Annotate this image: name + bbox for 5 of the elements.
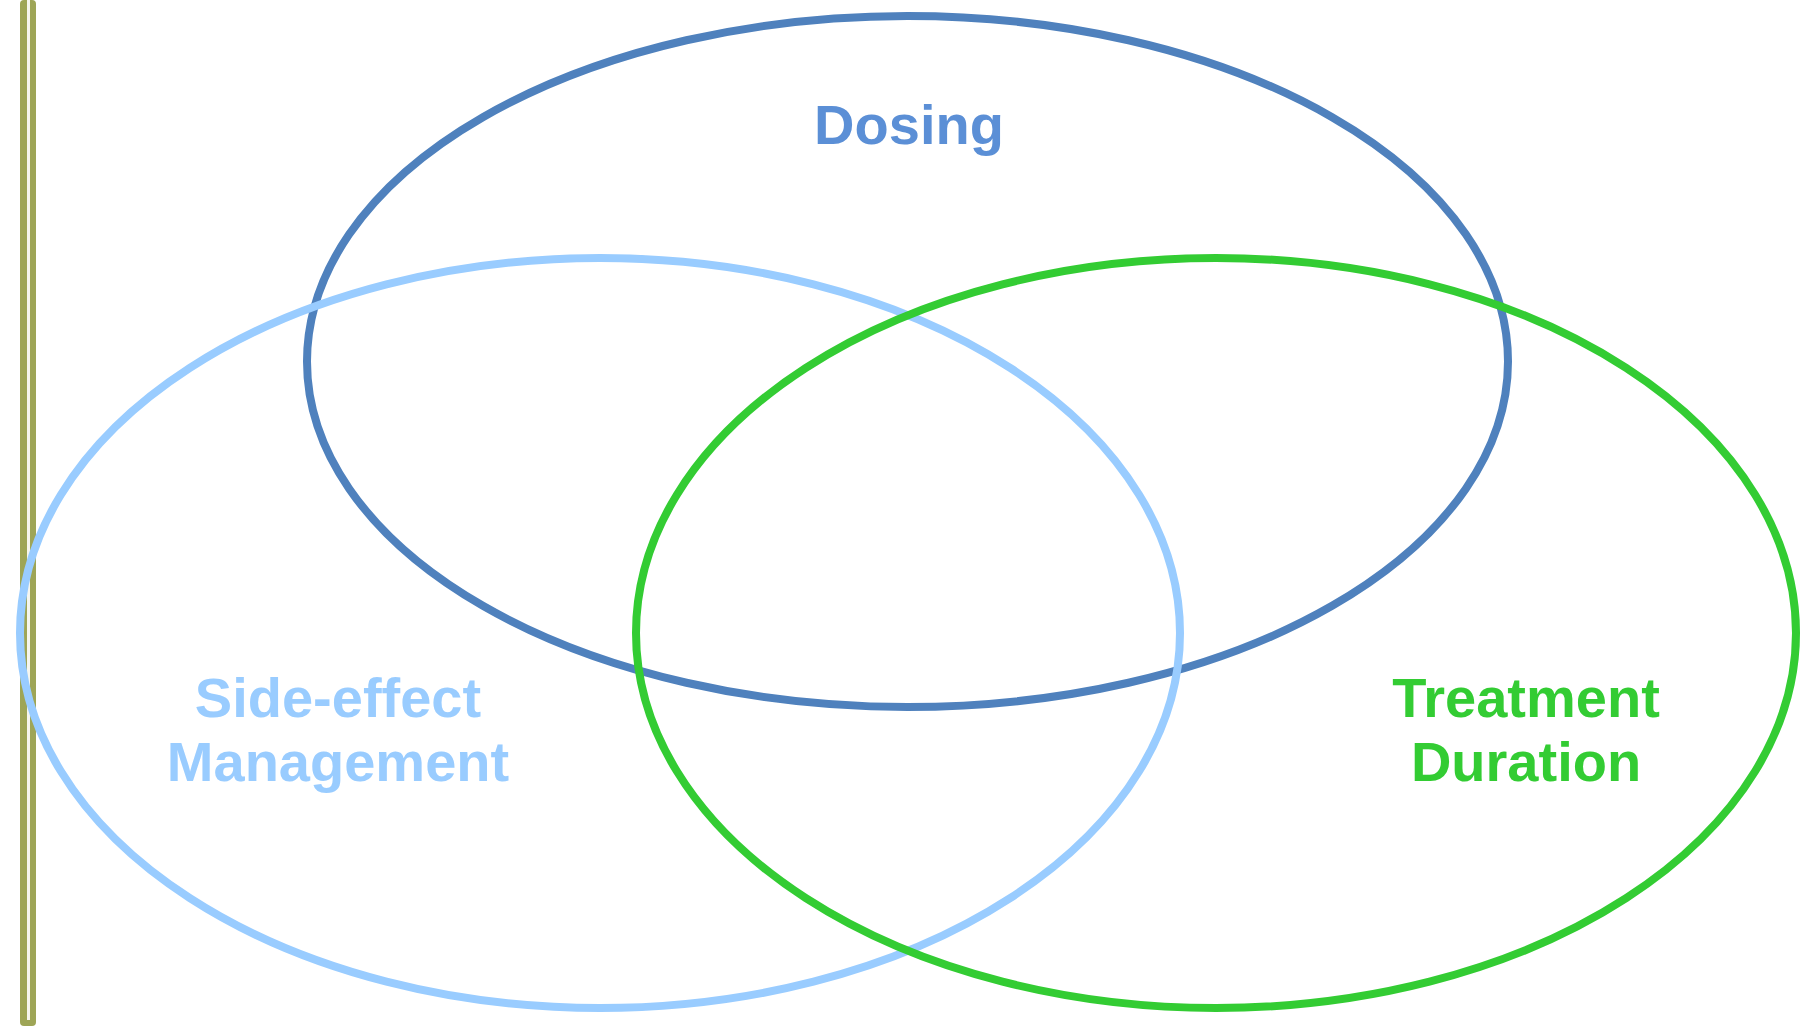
set-label: Treatment Duration (1391, 665, 1661, 795)
set-label: Side-effect Management (165, 665, 511, 795)
venn-ellipse (632, 254, 1800, 1012)
set-label: Dosing (813, 92, 1005, 158)
venn-ellipse (16, 254, 1184, 1012)
